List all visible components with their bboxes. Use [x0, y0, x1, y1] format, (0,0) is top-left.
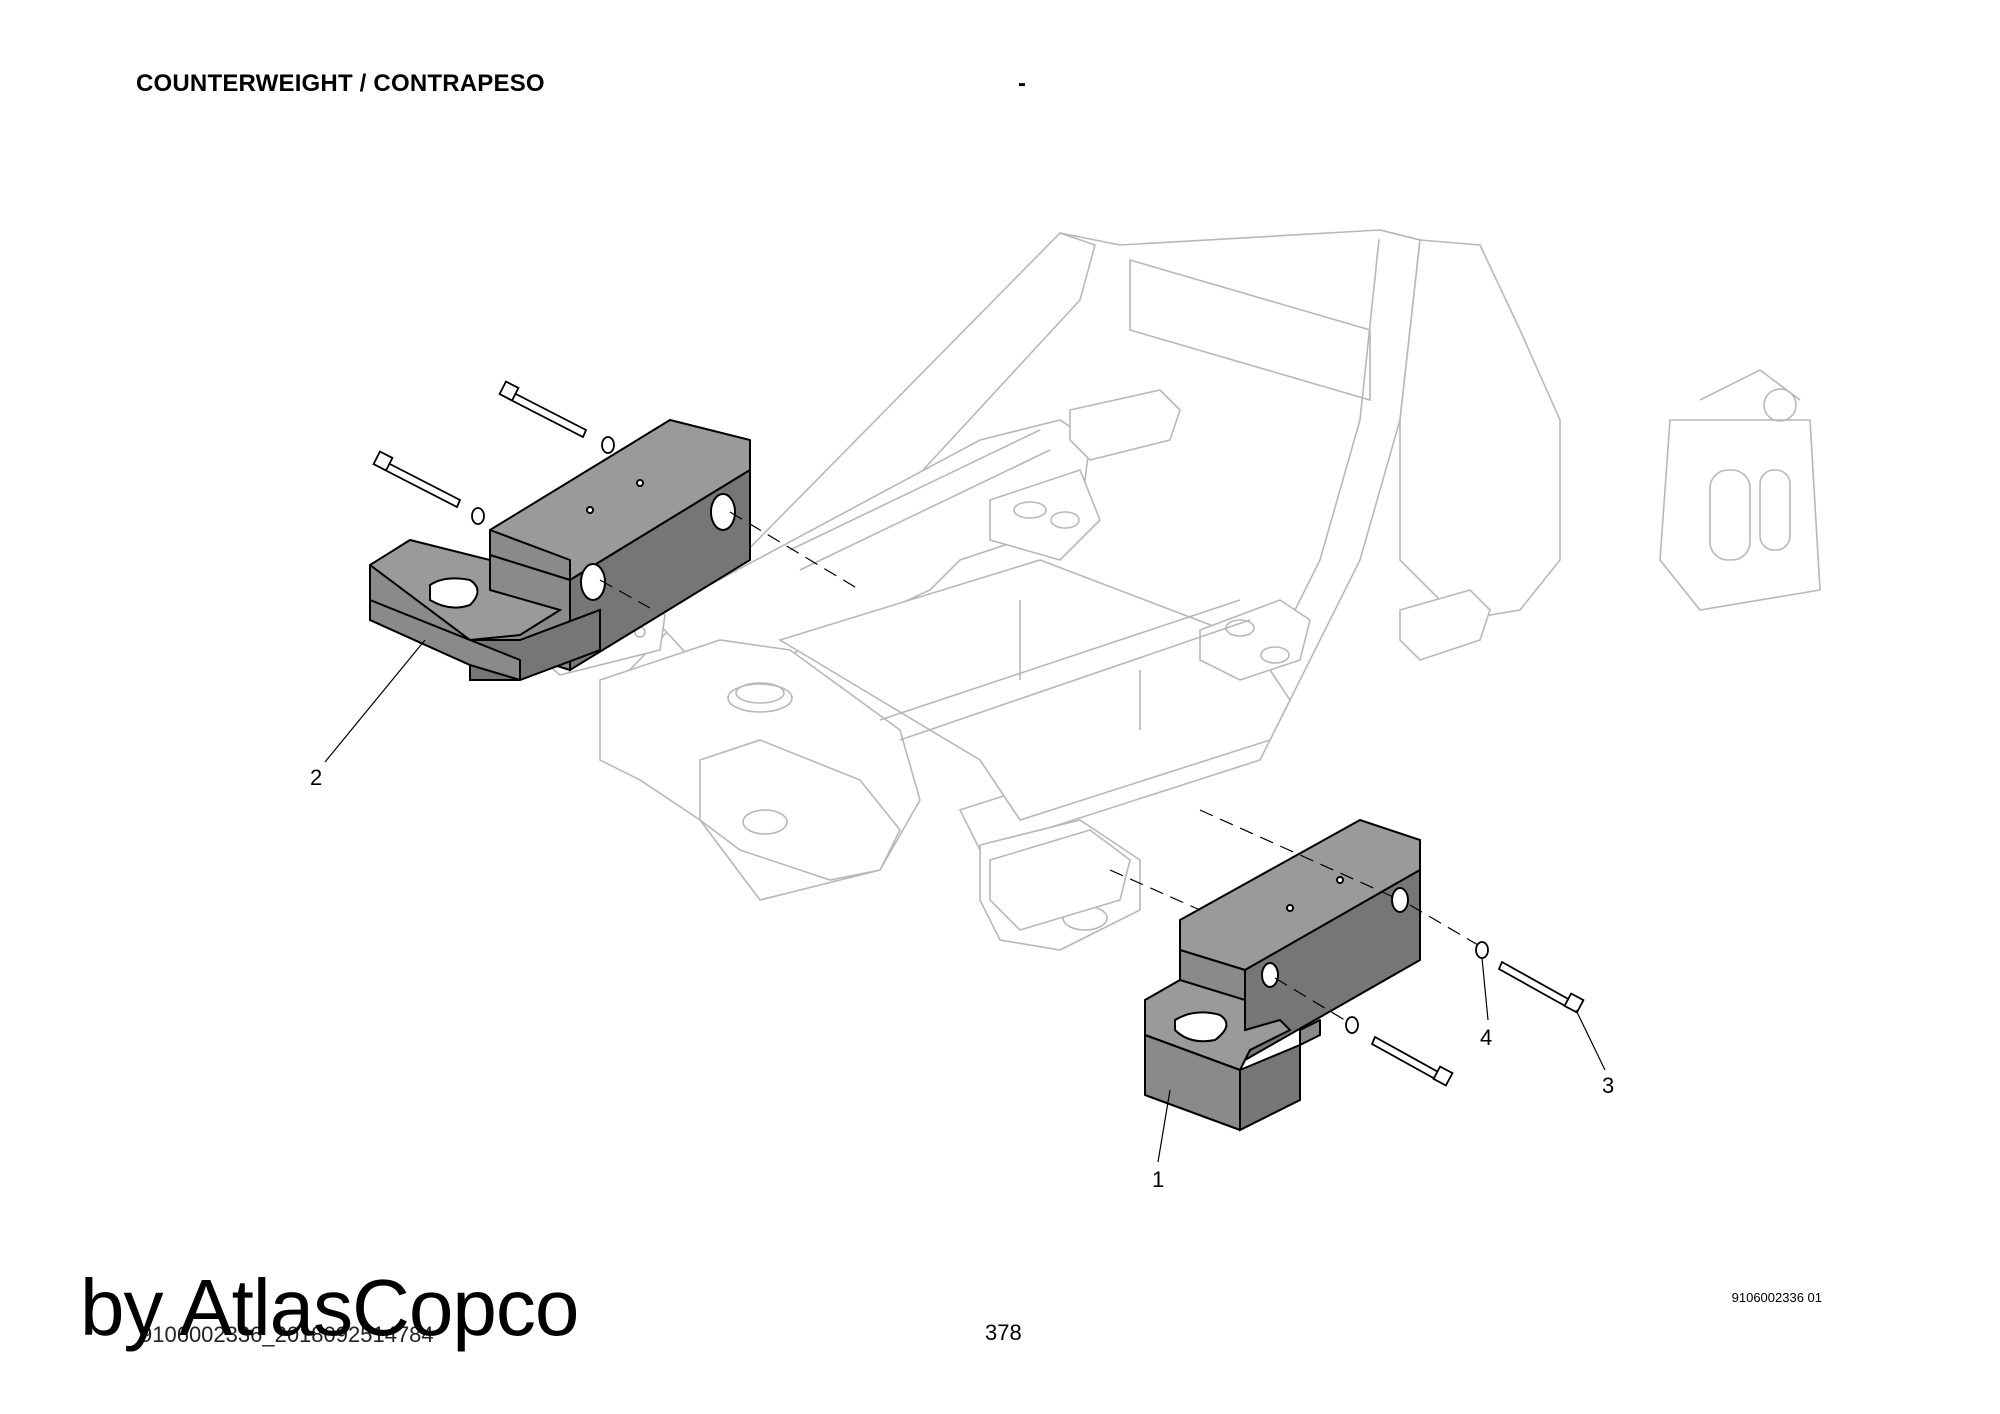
figure-reference: 9106002336 01	[1731, 1290, 1822, 1305]
chassis-frame	[529, 229, 1821, 951]
document-code: 9106002336_2018092514784	[140, 1322, 434, 1347]
counterweight-part-2	[369, 418, 751, 681]
callout-4-label: 4	[1480, 1025, 1492, 1050]
bolt-pair-lower	[1109, 809, 1585, 1087]
header-dash: -	[1018, 70, 1026, 97]
counterweight-part-1	[1144, 818, 1421, 1132]
callouts: 1 2 3 4	[310, 639, 1614, 1192]
bolt-pair-upper	[372, 380, 861, 609]
watermark: by AtlasCopco	[80, 1263, 579, 1352]
page-title: COUNTERWEIGHT / CONTRAPESO	[136, 70, 545, 97]
callout-3-label: 3	[1602, 1073, 1614, 1098]
page-number: 378	[985, 1320, 1022, 1345]
callout-2-label: 2	[310, 765, 322, 790]
callout-1-label: 1	[1152, 1167, 1164, 1192]
